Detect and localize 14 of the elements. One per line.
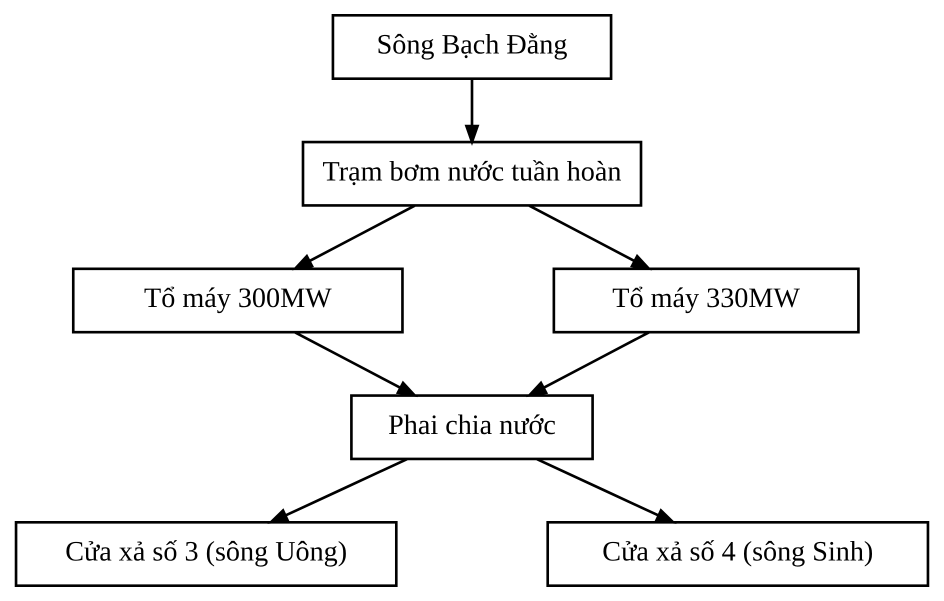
node-box: Tổ máy 300MW xyxy=(72,268,404,334)
node-box: Tổ máy 330MW xyxy=(552,268,860,334)
arrow xyxy=(292,204,416,270)
node-box: Phai chia nước xyxy=(350,394,594,460)
node-box: Cửa xả số 3 (sông Uông) xyxy=(14,521,398,588)
node-box: Cửa xả số 4 (sông Sinh) xyxy=(546,521,930,588)
arrow xyxy=(294,331,418,398)
arrow xyxy=(464,79,480,146)
arrow xyxy=(528,204,652,270)
node-box: Trạm bơm nước tuần hoàn xyxy=(302,140,642,207)
arrow xyxy=(267,458,408,524)
node-box: Sông Bạch Đằng xyxy=(332,14,612,80)
arrow xyxy=(526,331,650,398)
arrow xyxy=(536,458,677,524)
